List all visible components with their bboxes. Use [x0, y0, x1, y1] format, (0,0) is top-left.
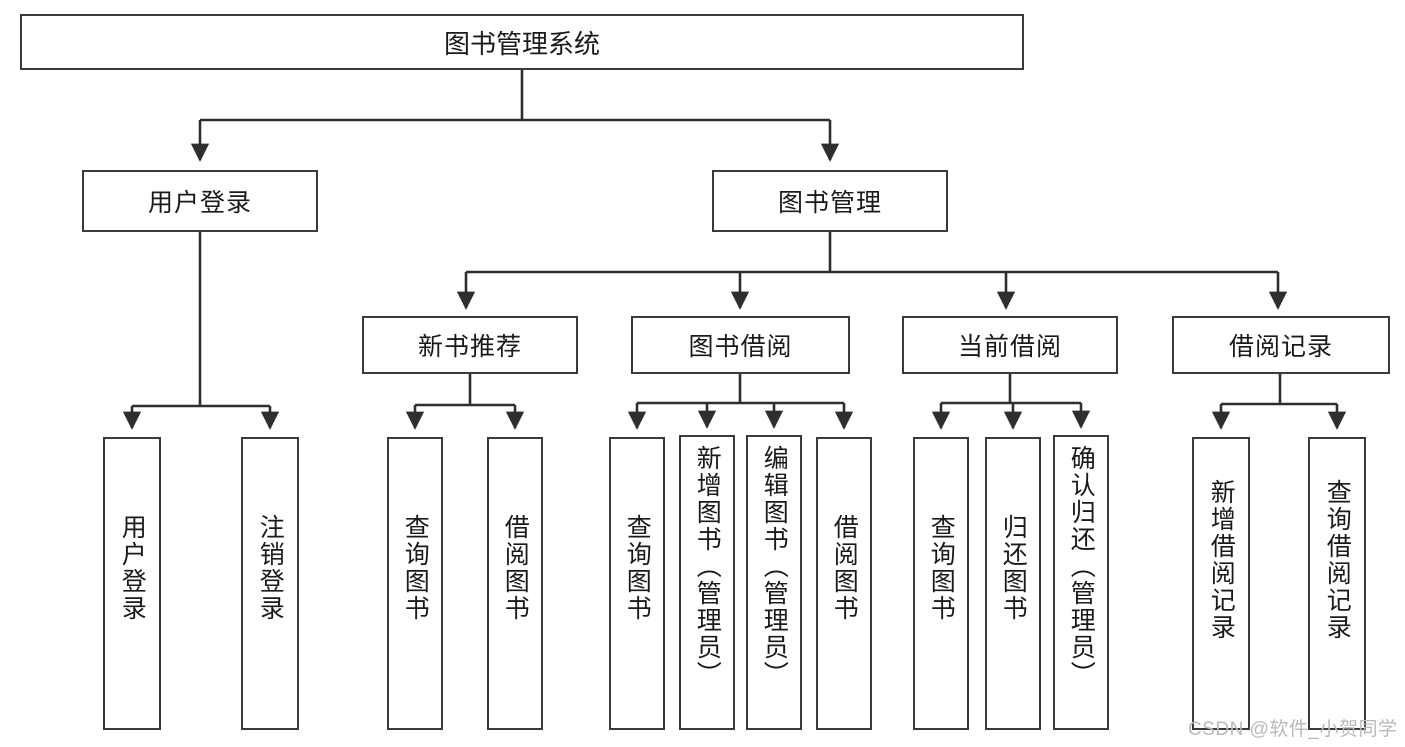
node-leaf-confirm-return[interactable]: 确认归还（管理员） — [1053, 435, 1109, 730]
node-new-book-rec[interactable]: 新书推荐 — [362, 316, 578, 374]
node-book-borrow-label: 图书借阅 — [688, 333, 793, 361]
node-leaf-borrow-book-1[interactable]: 借阅图书 — [487, 437, 543, 730]
node-leaf-add-book[interactable]: 新增图书（管理员） — [679, 435, 735, 730]
node-user-login-label: 用户登录 — [147, 189, 252, 217]
node-book-manage[interactable]: 图书管理 — [712, 170, 948, 232]
node-root-label: 图书管理系统 — [443, 28, 600, 59]
node-current-borrow[interactable]: 当前借阅 — [902, 316, 1118, 374]
node-leaf-return-book[interactable]: 归还图书 — [985, 437, 1041, 730]
node-leaf-query-book-3-label: 查询图书 — [927, 514, 956, 622]
node-leaf-user-login-label: 用户登录 — [118, 514, 147, 622]
node-book-manage-label: 图书管理 — [777, 189, 882, 217]
node-leaf-query-book-2[interactable]: 查询图书 — [609, 437, 665, 730]
node-leaf-edit-book[interactable]: 编辑图书（管理员） — [746, 435, 802, 730]
node-leaf-user-login[interactable]: 用户登录 — [103, 437, 161, 730]
node-leaf-confirm-return-label: 确认归还（管理员） — [1067, 445, 1096, 688]
node-leaf-query-book-1-label: 查询图书 — [401, 514, 430, 622]
node-book-borrow[interactable]: 图书借阅 — [631, 316, 850, 374]
node-new-book-rec-label: 新书推荐 — [417, 333, 522, 361]
node-leaf-query-record-label: 查询借阅记录 — [1323, 479, 1352, 641]
node-leaf-query-book-3[interactable]: 查询图书 — [913, 437, 969, 730]
node-current-borrow-label: 当前借阅 — [957, 333, 1062, 361]
csdn-watermark: CSDN @软件_小贺同学 — [1188, 719, 1398, 740]
node-leaf-query-book-2-label: 查询图书 — [623, 514, 652, 622]
node-leaf-return-book-label: 归还图书 — [999, 514, 1028, 622]
node-leaf-add-record-label: 新增借阅记录 — [1207, 479, 1236, 641]
node-borrow-record-label: 借阅记录 — [1228, 333, 1333, 361]
node-leaf-add-book-label: 新增图书（管理员） — [693, 445, 722, 688]
node-leaf-query-book-1[interactable]: 查询图书 — [387, 437, 443, 730]
node-leaf-query-record[interactable]: 查询借阅记录 — [1308, 437, 1366, 730]
node-leaf-borrow-book-1-label: 借阅图书 — [501, 514, 530, 622]
node-user-login[interactable]: 用户登录 — [82, 170, 318, 232]
node-borrow-record[interactable]: 借阅记录 — [1172, 316, 1390, 374]
node-leaf-borrow-book-2[interactable]: 借阅图书 — [816, 437, 872, 730]
node-root[interactable]: 图书管理系统 — [20, 14, 1024, 70]
node-leaf-borrow-book-2-label: 借阅图书 — [830, 514, 859, 622]
node-leaf-add-record[interactable]: 新增借阅记录 — [1192, 437, 1250, 730]
node-leaf-logout-label: 注销登录 — [256, 514, 285, 622]
node-leaf-logout[interactable]: 注销登录 — [241, 437, 299, 730]
node-leaf-edit-book-label: 编辑图书（管理员） — [760, 445, 789, 688]
